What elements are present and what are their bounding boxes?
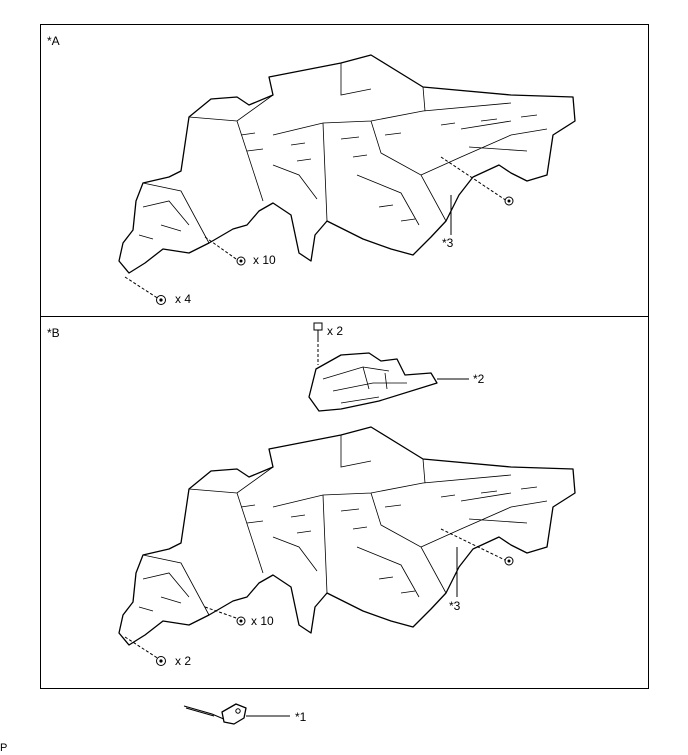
bolt-right-a (504, 196, 514, 206)
wire-harness-clamp (183, 703, 247, 725)
bolt-right-b (504, 556, 514, 566)
qty-left-a: x 4 (175, 292, 192, 306)
bolt-center-a (236, 256, 246, 266)
instrument-panel-reinforcement-b (118, 426, 576, 646)
panel-a-tag: *A (47, 34, 60, 48)
qty-left-b: x 2 (175, 654, 192, 668)
panel-b: *B x 2 *2 *3 x 10 x 2 (40, 316, 649, 689)
bolt-top-b (313, 322, 323, 339)
corner-mark: P (0, 742, 8, 754)
callout-3-b: *3 (449, 599, 461, 613)
panel-a: *A *3 x 10 x 4 (40, 24, 649, 317)
reinforcement-diagram-b (118, 322, 576, 666)
bolt-left-a (156, 295, 166, 305)
callout-1: *1 (295, 710, 307, 724)
qty-center-a: x 10 (253, 253, 276, 267)
bolt-center-b (236, 616, 246, 626)
panel-b-tag: *B (47, 326, 60, 340)
qty-top-b: x 2 (327, 324, 344, 338)
bolt-left-b (156, 656, 166, 666)
qty-center-b: x 10 (251, 614, 274, 628)
glove-box-bracket (308, 352, 438, 412)
instrument-panel-reinforcement-a (118, 54, 576, 274)
reinforcement-diagram-a (118, 54, 576, 305)
callout-2: *2 (473, 372, 485, 386)
callout-3-a: *3 (442, 236, 454, 250)
